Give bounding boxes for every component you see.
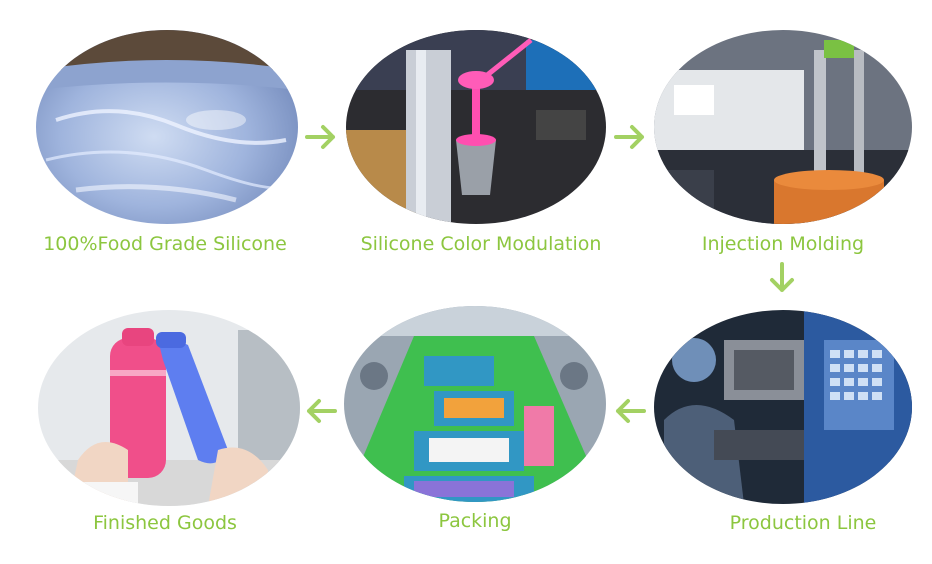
photo-color-modulation — [346, 30, 606, 224]
step-label-packing: Packing — [438, 509, 511, 533]
pink-pigment-image — [346, 30, 606, 224]
step-label-food-grade-silicone: 100%Food Grade Silicone — [43, 232, 287, 256]
silicone-gel-image — [36, 30, 298, 224]
packing-line-image — [344, 306, 606, 502]
arrow-icon-step2-to-step3 — [612, 119, 648, 155]
photo-injection-molding — [654, 30, 912, 224]
silicone-bottles-image — [38, 310, 300, 506]
arrow-icon-step5-to-step6 — [303, 393, 339, 429]
step-label-finished-goods: Finished Goods — [93, 511, 237, 535]
photo-finished-goods — [38, 310, 300, 506]
arrow-icon-step3-to-step4 — [764, 260, 800, 296]
arrow-icon-step1-to-step2 — [303, 119, 339, 155]
step-label-color-modulation: Silicone Color Modulation — [361, 232, 602, 256]
photo-packing — [344, 306, 606, 502]
production-operator-image — [654, 310, 912, 504]
arrow-icon-step4-to-step5 — [612, 393, 648, 429]
photo-food-grade-silicone — [36, 30, 298, 224]
step-label-production-line: Production Line — [730, 511, 877, 535]
photo-production-line — [654, 310, 912, 504]
step-label-injection-molding: Injection Molding — [702, 232, 864, 256]
molding-machine-image — [654, 30, 912, 224]
